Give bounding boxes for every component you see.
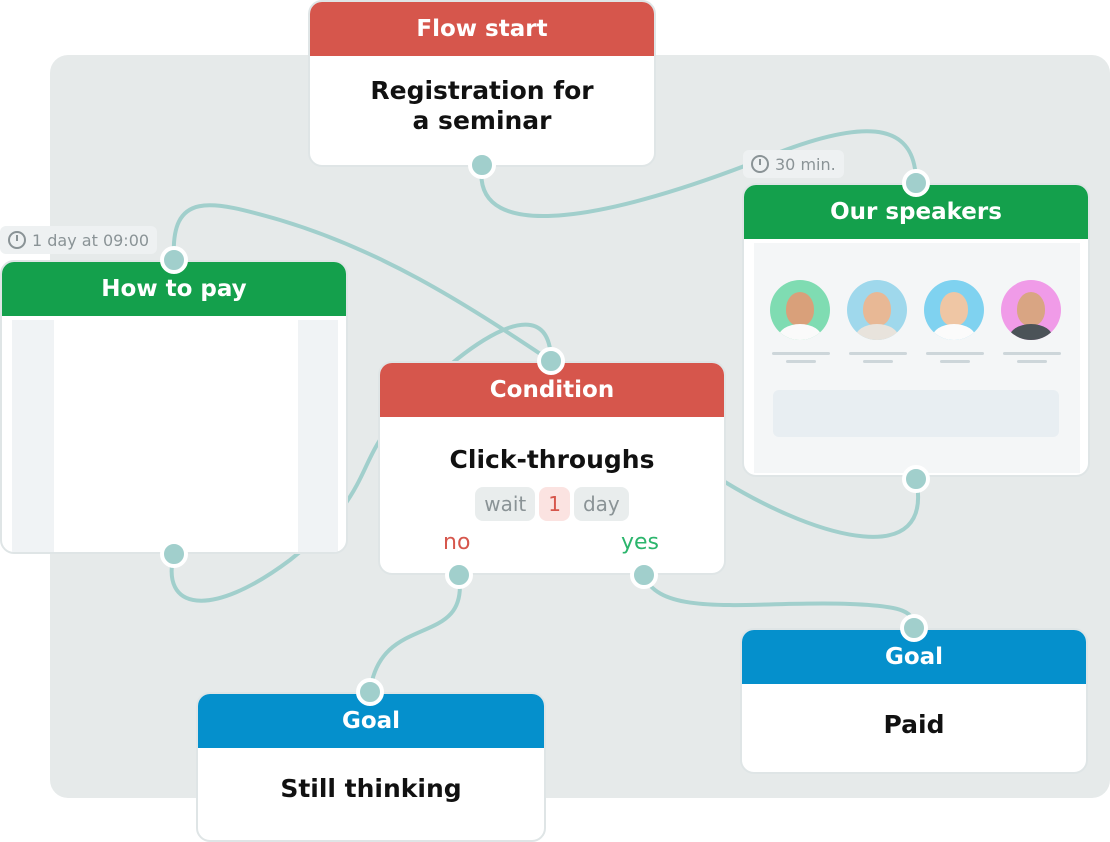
goal-paid-node[interactable]: Goal Paid [740,628,1088,774]
flow-start-title: Registration for a seminar [370,76,594,135]
speaker-name-line [772,352,830,355]
goal-still-thinking-node[interactable]: Goal Still thinking [196,692,546,842]
speaker-avatar-4 [1001,280,1061,340]
wire-start-to-speakers [479,129,918,218]
speaker-name-line [926,352,984,355]
speaker-name-line [849,352,907,355]
speaker-avatar-2 [847,280,907,340]
port-condition-yes[interactable] [630,561,658,589]
goal-title: Paid [883,710,945,739]
speaker-avatar-3 [924,280,984,340]
flow-start-node[interactable]: Flow start Registration for a seminar [308,0,656,167]
goal-title: Still thinking [280,774,462,803]
wait-label: wait [475,487,536,521]
delay-speakers: 30 min. [743,150,844,178]
clock-icon [8,231,26,249]
port-flow-start-out[interactable] [468,151,496,179]
port-condition-no[interactable] [445,561,473,589]
condition-title: Click-throughs [449,445,655,474]
port-speakers-in[interactable] [902,169,930,197]
delay-how-to-pay: 1 day at 09:00 [0,226,158,254]
flow-start-header: Flow start [310,2,654,56]
port-how-to-pay-out[interactable] [160,540,188,568]
wire-no-to-still [368,573,462,694]
wire-yes-to-paid [642,573,916,630]
speakers-cta-block [773,390,1059,437]
clock-icon [751,155,769,173]
speaker-role-line [863,360,893,363]
port-goal-paid-in[interactable] [900,614,928,642]
how-to-pay-node[interactable]: How to pay [0,260,348,554]
email-preview [12,320,338,552]
wait-value[interactable]: 1 [539,487,570,521]
speaker-role-line [786,360,816,363]
port-speakers-out[interactable] [902,465,930,493]
goal-header: Goal [742,630,1086,684]
port-goal-still-in[interactable] [356,678,384,706]
speaker-role-line [1017,360,1047,363]
port-how-to-pay-in[interactable] [160,246,188,274]
speaker-name-line [1003,352,1061,355]
branch-no-label: no [443,530,471,555]
speakers-preview [754,243,1080,473]
branch-yes-label: yes [621,530,660,555]
wire-speakers-out [723,477,920,539]
wire-howtopay-to-condition [171,203,553,363]
wait-unit[interactable]: day [573,487,629,521]
speaker-role-line [940,360,970,363]
wire-howtopay-out [169,322,553,603]
speaker-avatar-1 [770,280,830,340]
port-condition-in[interactable] [537,347,565,375]
